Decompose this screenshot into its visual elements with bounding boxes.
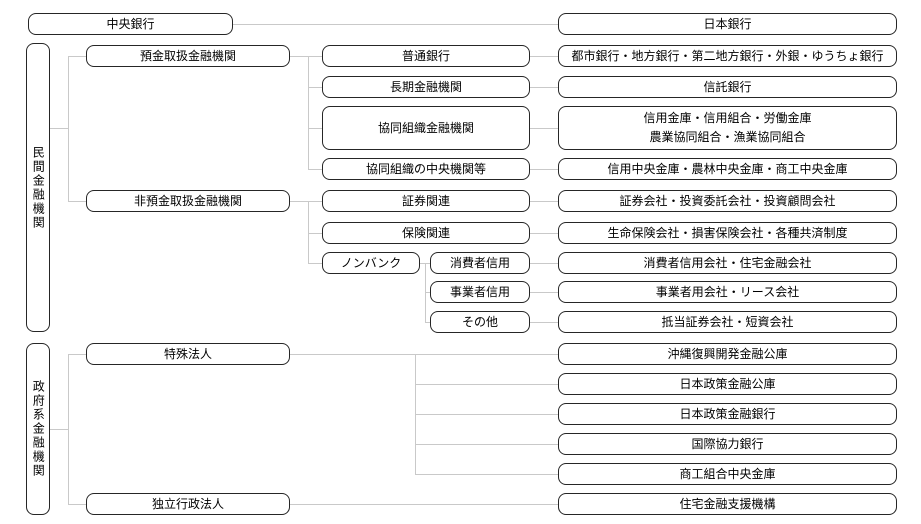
node-cooperative-central-bodies: 協同組織の中央機関等 — [322, 158, 530, 180]
connector-line — [308, 86, 322, 88]
node-securities-related: 証券関連 — [322, 190, 530, 212]
node-label-line: 農業協同組合・漁業協同組合 — [649, 130, 806, 144]
connector-line — [68, 503, 86, 505]
node-housing-finance-agency: 住宅金融支援機構 — [558, 493, 897, 515]
node-cooperative-institutions: 協同組織金融機関 — [322, 106, 530, 150]
connector-line — [290, 353, 558, 355]
connector-line — [290, 503, 558, 505]
connector-line — [308, 168, 322, 170]
connector-line — [415, 473, 558, 475]
node-consumer-credit: 消費者信用 — [430, 252, 530, 274]
node-ordinary-banks-detail: 都市銀行・地方銀行・第二地方銀行・外銀・ゆうちょ銀行 — [558, 45, 897, 67]
node-other-nonbank-detail: 抵当証券会社・短資会社 — [558, 311, 897, 333]
connector-line — [530, 127, 558, 129]
node-okinawa-development-corp: 沖縄復興開発金融公庫 — [558, 343, 897, 365]
connector-line — [68, 200, 86, 202]
connector-line — [415, 383, 558, 385]
node-non-deposit-taking: 非預金取扱金融機関 — [86, 190, 290, 212]
connector-line — [530, 168, 558, 170]
node-securities-detail: 証券会社・投資委託会社・投資顧問会社 — [558, 190, 897, 212]
node-ordinary-banks: 普通銀行 — [322, 45, 530, 67]
connector-line — [67, 354, 69, 504]
node-japan-policy-finance-bank: 日本政策金融銀行 — [558, 403, 897, 425]
connector-line — [308, 262, 322, 264]
node-insurance-detail: 生命保険会社・損害保険会社・各種共済制度 — [558, 222, 897, 244]
node-trust-banks: 信託銀行 — [558, 76, 897, 98]
node-label-line: 信用金庫・信用組合・労働金庫 — [643, 111, 812, 126]
node-central-bank: 中央銀行 — [28, 13, 233, 35]
node-consumer-credit-detail: 消費者信用会社・住宅金融会社 — [558, 252, 897, 274]
connector-line — [307, 56, 309, 169]
node-bank-of-japan: 日本銀行 — [558, 13, 897, 35]
connector-line — [50, 127, 68, 129]
node-insurance-related: 保険関連 — [322, 222, 530, 244]
node-other-nonbank: その他 — [430, 311, 530, 333]
node-independent-agency: 独立行政法人 — [86, 493, 290, 515]
connector-line — [67, 56, 69, 201]
node-nonbank: ノンバンク — [322, 252, 420, 274]
connector-line — [530, 200, 558, 202]
connector-line — [424, 263, 426, 322]
node-jbic: 国際協力銀行 — [558, 433, 897, 455]
connector-line — [290, 200, 322, 202]
connector-line — [290, 55, 322, 57]
connector-line — [530, 262, 558, 264]
node-private-financial-group: 民間金融機関 — [26, 43, 50, 332]
node-government-financial-group: 政府系金融機関 — [26, 343, 50, 515]
connector-line — [425, 291, 430, 293]
node-deposit-taking: 預金取扱金融機関 — [86, 45, 290, 67]
connector-line — [233, 23, 558, 25]
connector-line — [308, 127, 322, 129]
node-japan-finance-corp: 日本政策金融公庫 — [558, 373, 897, 395]
connector-line — [530, 86, 558, 88]
node-cooperative-detail: 信用金庫・信用組合・労働金庫農業協同組合・漁業協同組合 — [558, 106, 897, 150]
node-business-credit-detail: 事業者用会社・リース会社 — [558, 281, 897, 303]
connector-line — [50, 428, 68, 430]
connector-line — [68, 353, 86, 355]
node-cooperative-central-detail: 信用中央金庫・農林中央金庫・商工中央金庫 — [558, 158, 897, 180]
connector-line — [530, 232, 558, 234]
connector-line — [530, 321, 558, 323]
node-special-corporations: 特殊法人 — [86, 343, 290, 365]
node-business-credit: 事業者信用 — [430, 281, 530, 303]
connector-line — [415, 413, 558, 415]
connector-line — [307, 201, 309, 263]
connector-line — [530, 55, 558, 57]
node-shoko-chukin-bank: 商工組合中央金庫 — [558, 463, 897, 485]
connector-line — [415, 443, 558, 445]
connector-line — [68, 55, 86, 57]
connector-line — [308, 232, 322, 234]
connector-line — [530, 291, 558, 293]
node-long-term-institutions: 長期金融機関 — [322, 76, 530, 98]
connector-line — [425, 321, 430, 323]
